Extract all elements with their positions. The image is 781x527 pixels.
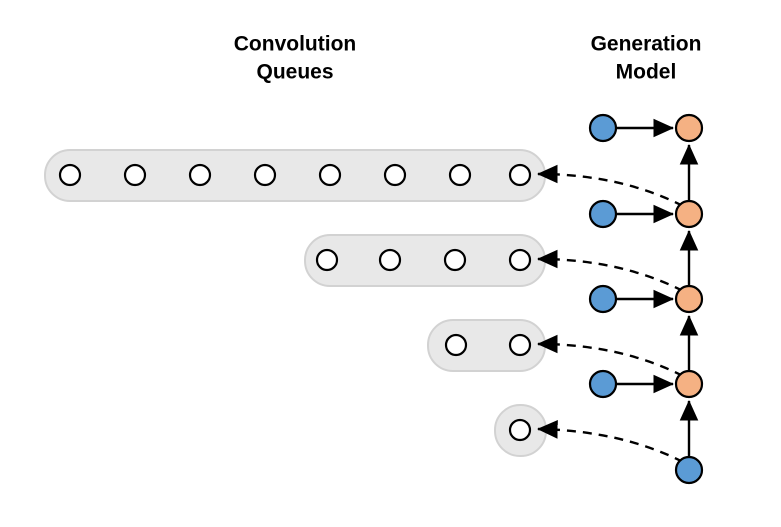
input-node-row-4[interactable] [588, 369, 618, 399]
right-title-line-2: Model [616, 61, 677, 84]
right-column-title: Generation Model [591, 33, 702, 84]
queue-1-slot-4[interactable] [253, 163, 277, 187]
input-node-row-1[interactable] [588, 113, 618, 143]
output-node-row-1[interactable] [674, 113, 704, 143]
queue-1-slot-8[interactable] [508, 163, 532, 187]
queue-2-slot-3[interactable] [443, 248, 467, 272]
queue-3-slot-1[interactable] [444, 333, 468, 357]
feedback-arrow-to-queue-3[interactable] [537, 334, 684, 378]
input-node-row-2[interactable] [588, 199, 618, 229]
left-title-line-2: Queues [256, 61, 333, 84]
queue-2-slot-1[interactable] [315, 248, 339, 272]
right-title-line-1: Generation [591, 33, 702, 56]
horizontal-arrows-group [617, 118, 674, 394]
queue-1-slot-6[interactable] [383, 163, 407, 187]
queue-2-slot-4[interactable] [508, 248, 532, 272]
output-node-row-4[interactable] [674, 369, 704, 399]
queue-1-slot-1[interactable] [58, 163, 82, 187]
queue-1-slot-7[interactable] [448, 163, 472, 187]
feedback-arrow-to-queue-1[interactable] [537, 164, 684, 208]
convolution-queue-3[interactable] [427, 319, 546, 372]
left-column-title: Convolution Queues [234, 33, 356, 84]
queue-2-slot-2[interactable] [378, 248, 402, 272]
queue-1-slot-5[interactable] [318, 163, 342, 187]
convolution-queue-1[interactable] [44, 149, 546, 202]
queue-4-slot-1[interactable] [508, 418, 532, 442]
queue-1-slot-3[interactable] [188, 163, 212, 187]
feedback-arrow-to-queue-2[interactable] [537, 249, 684, 293]
feedback-arrows-group [537, 164, 684, 464]
queue-1-slot-2[interactable] [123, 163, 147, 187]
convolution-queue-2[interactable] [304, 234, 546, 287]
input-node-row-3[interactable] [588, 284, 618, 314]
left-title-line-1: Convolution [234, 33, 356, 56]
output-node-row-3[interactable] [674, 284, 704, 314]
generation-model-nodes [588, 113, 704, 485]
convolution-queue-4[interactable] [494, 404, 547, 457]
queue-3-slot-2[interactable] [508, 333, 532, 357]
seed-node-row-5[interactable] [674, 455, 704, 485]
feedback-arrow-to-queue-4[interactable] [537, 420, 684, 464]
output-node-row-2[interactable] [674, 199, 704, 229]
